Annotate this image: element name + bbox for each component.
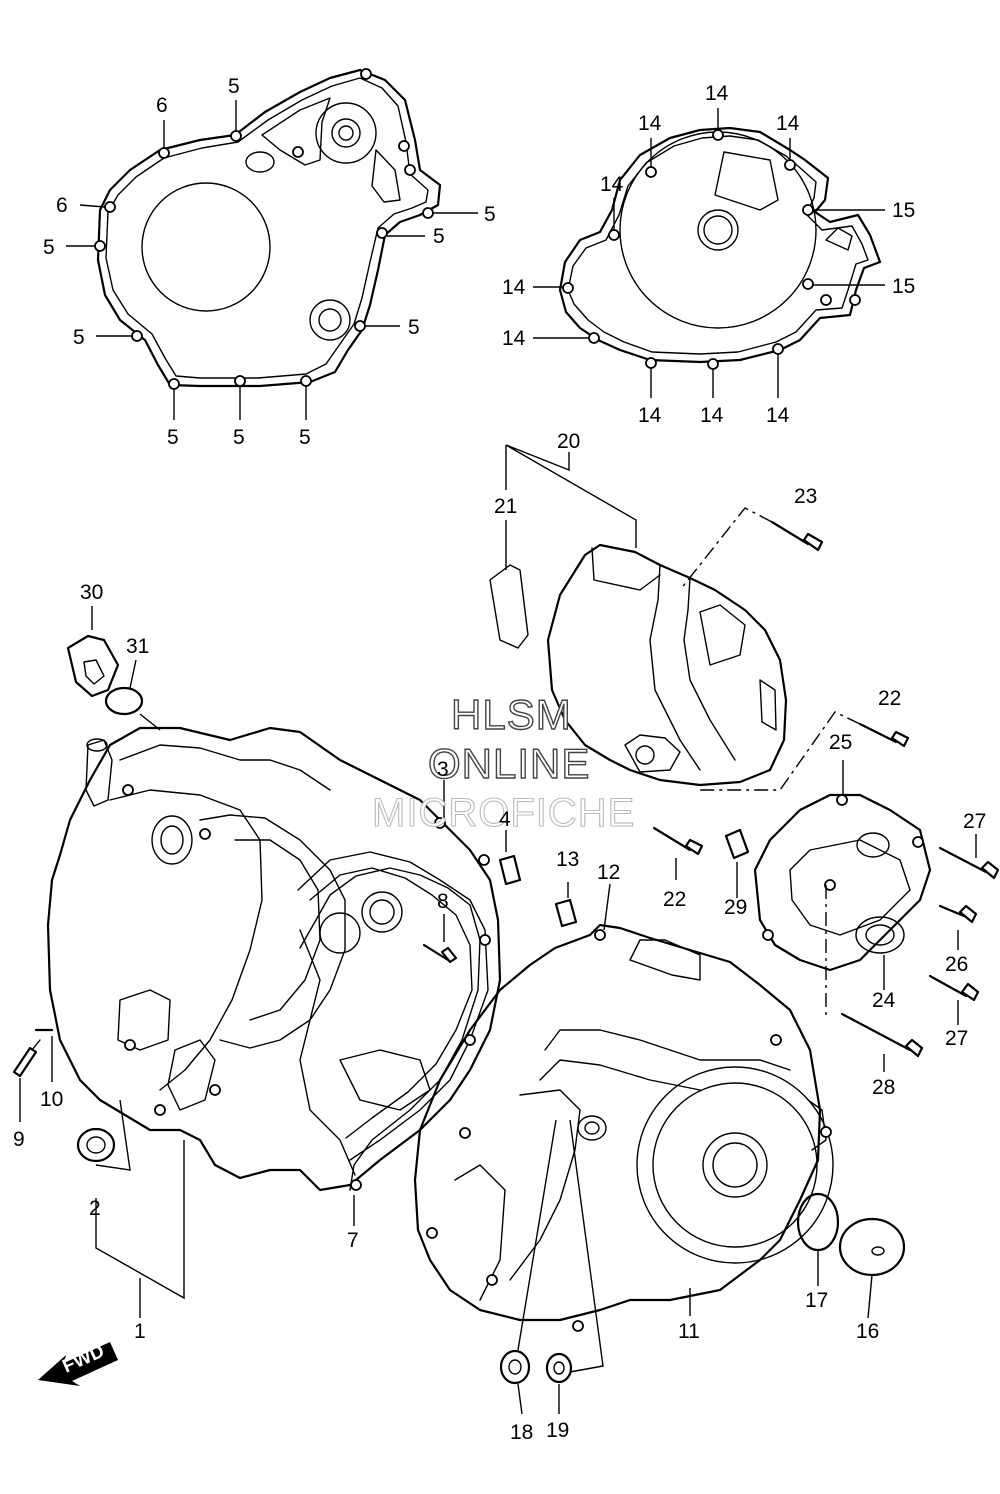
- callout-10: 10: [40, 1088, 63, 1111]
- callout-22: 22: [663, 888, 686, 911]
- crankcase-gasket: [299, 867, 481, 1191]
- callout-18: 18: [510, 1421, 533, 1444]
- o-ring-17: [796, 1192, 840, 1252]
- bolt-8: [422, 943, 458, 964]
- callout-15: 15: [892, 199, 915, 222]
- callout-13: 13: [556, 848, 579, 871]
- callout-5: 5: [433, 225, 445, 248]
- watermark-line-2: ONLINE: [428, 740, 590, 787]
- callout-5: 5: [233, 426, 245, 449]
- watermark-line-3: MICROFICHE: [372, 791, 635, 835]
- bolt-22-upper: [858, 722, 910, 748]
- callout-1: 1: [134, 1320, 146, 1343]
- dowel-pin-13: [554, 898, 578, 928]
- callout-5: 5: [73, 326, 85, 349]
- oil-seal-18: [499, 1349, 531, 1385]
- dowel-pin-4: [498, 854, 522, 886]
- magneto-cover-gasket: [558, 126, 882, 370]
- callout-5: 5: [167, 426, 179, 449]
- callout-8: 8: [437, 890, 449, 913]
- callout-24: 24: [872, 989, 896, 1012]
- bolt-28: [840, 1012, 924, 1058]
- callout-14: 14: [502, 276, 526, 299]
- callout-7: 7: [347, 1229, 359, 1252]
- callout-5: 5: [299, 426, 311, 449]
- callout-14: 14: [502, 327, 526, 350]
- sprocket-cover: [489, 543, 788, 787]
- dowel-pin-29: [724, 828, 750, 860]
- callout-12: 12: [597, 861, 620, 884]
- callout-28: 28: [872, 1076, 895, 1099]
- callout-2: 2: [89, 1197, 101, 1220]
- callout-9: 9: [13, 1128, 25, 1151]
- callout-5: 5: [43, 236, 55, 259]
- bolt-22-lower: [652, 826, 704, 856]
- callout-4: 4: [499, 808, 511, 831]
- callout-25: 25: [829, 731, 852, 754]
- bolt-23: [770, 520, 824, 552]
- callout-11: 11: [678, 1320, 700, 1343]
- callout-20: 20: [557, 430, 580, 453]
- callout-21: 21: [494, 495, 517, 518]
- callout-17: 17: [805, 1289, 828, 1312]
- watermark-line-1: HLSM: [451, 691, 572, 738]
- callout-19: 19: [546, 1419, 569, 1442]
- leader-lines: [19, 100, 977, 1415]
- bolt-27-upper: [938, 846, 1000, 880]
- callout-labels: 6 5 6 5 5 5 5 5 5 5 5 14 14 14 14 15 14 …: [13, 75, 986, 1444]
- callout-22: 22: [878, 687, 901, 710]
- callout-5: 5: [228, 75, 240, 98]
- watermark: HLSM ONLINE MICROFICHE: [371, 690, 635, 835]
- oil-filler-cap: [66, 634, 120, 698]
- callout-27: 27: [945, 1027, 968, 1050]
- callout-6: 6: [56, 194, 68, 217]
- callout-23: 23: [794, 485, 817, 508]
- oil-level-plug-16: [838, 1217, 906, 1277]
- callout-3: 3: [437, 758, 449, 781]
- bolt-9: [12, 1039, 41, 1078]
- water-pump-cover: [753, 793, 932, 972]
- forward-direction-badge: FWD: [38, 1341, 118, 1386]
- callout-6: 6: [156, 94, 168, 117]
- callout-14: 14: [638, 404, 662, 427]
- clutch-cover-gasket: [94, 68, 442, 390]
- callout-27: 27: [963, 810, 986, 833]
- callout-5: 5: [408, 316, 420, 339]
- callout-31: 31: [126, 635, 149, 658]
- callout-14: 14: [638, 112, 662, 135]
- callout-16: 16: [856, 1320, 879, 1343]
- callout-30: 30: [80, 581, 103, 604]
- callout-29: 29: [724, 896, 747, 919]
- callout-14: 14: [700, 404, 724, 427]
- washer-19: [545, 1352, 573, 1384]
- filler-cap-o-ring: [104, 686, 144, 716]
- crankcase-cover: [413, 923, 834, 1332]
- bolt-26: [938, 904, 978, 924]
- callout-14: 14: [600, 173, 624, 196]
- callout-5: 5: [484, 203, 496, 226]
- callout-14: 14: [776, 112, 800, 135]
- bolt-27-lower: [928, 974, 980, 1002]
- oil-seal-2: [76, 1127, 116, 1163]
- callout-15: 15: [892, 275, 915, 298]
- callout-14: 14: [705, 82, 729, 105]
- callout-26: 26: [945, 953, 968, 976]
- callout-14: 14: [766, 404, 790, 427]
